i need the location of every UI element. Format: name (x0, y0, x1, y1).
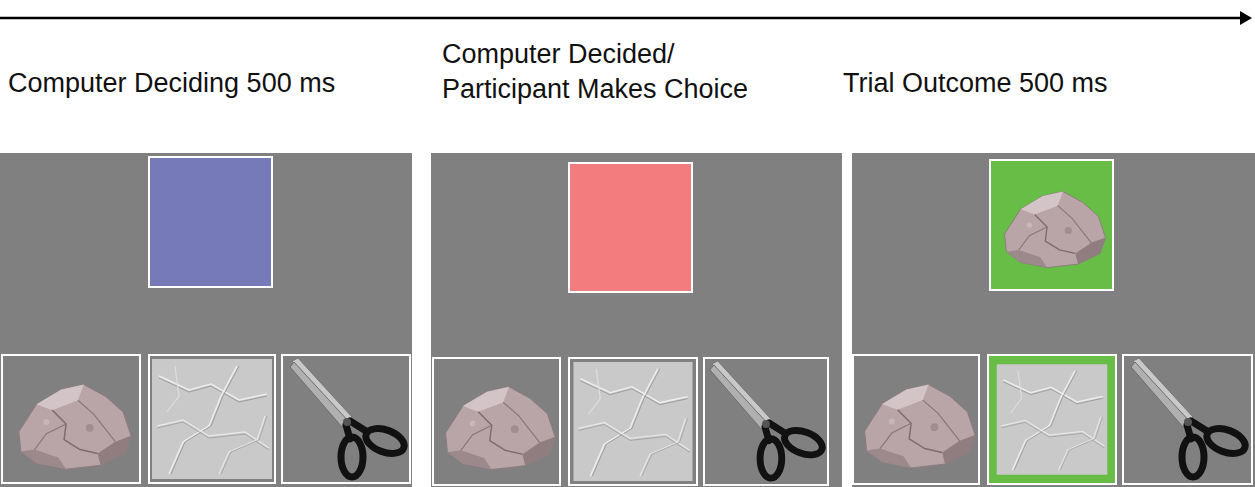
timeline-line (0, 17, 1242, 20)
choice-box (853, 355, 979, 484)
choice-box (2, 355, 140, 483)
paper-picture (573, 362, 692, 481)
panel-heading: Trial Outcome 500 ms (843, 66, 1243, 101)
choice-box (1123, 355, 1252, 484)
panel-heading: Computer Deciding 500 ms (8, 66, 408, 101)
rock-picture (1005, 192, 1106, 268)
panel-decided (431, 153, 842, 487)
screen-panel (0, 153, 412, 487)
screen-panel (431, 153, 842, 487)
computer-square (990, 160, 1113, 290)
choice-box (149, 355, 275, 483)
panel-deciding (0, 153, 412, 487)
screen-panel-node: Computer Decided/ Participant Makes Choi… (431, 153, 842, 487)
rock-picture (19, 385, 131, 470)
rock-picture (446, 387, 556, 470)
screen-panel-node: Trial Outcome 500 ms (852, 153, 1255, 487)
computer-square (149, 157, 272, 287)
panel-outcome (852, 153, 1255, 487)
paper-picture (152, 359, 272, 479)
choice-box (282, 355, 410, 483)
timeline-arrow (0, 11, 1252, 25)
choice-box (433, 358, 560, 485)
choice-box (569, 358, 697, 485)
arrow-head (1240, 11, 1252, 25)
scissors-picture (1131, 358, 1249, 477)
scissors-picture (290, 358, 408, 477)
choice-box-selected (988, 355, 1116, 484)
screen-panel (852, 153, 1255, 487)
scissors-picture (710, 361, 826, 478)
choice-box (704, 358, 828, 485)
computer-square (569, 163, 692, 292)
rock-picture (865, 385, 975, 468)
paper-picture (997, 364, 1107, 474)
panel-heading: Computer Decided/ Participant Makes Choi… (442, 37, 777, 107)
screen-panel-node: Computer Deciding 500 ms (0, 153, 412, 487)
